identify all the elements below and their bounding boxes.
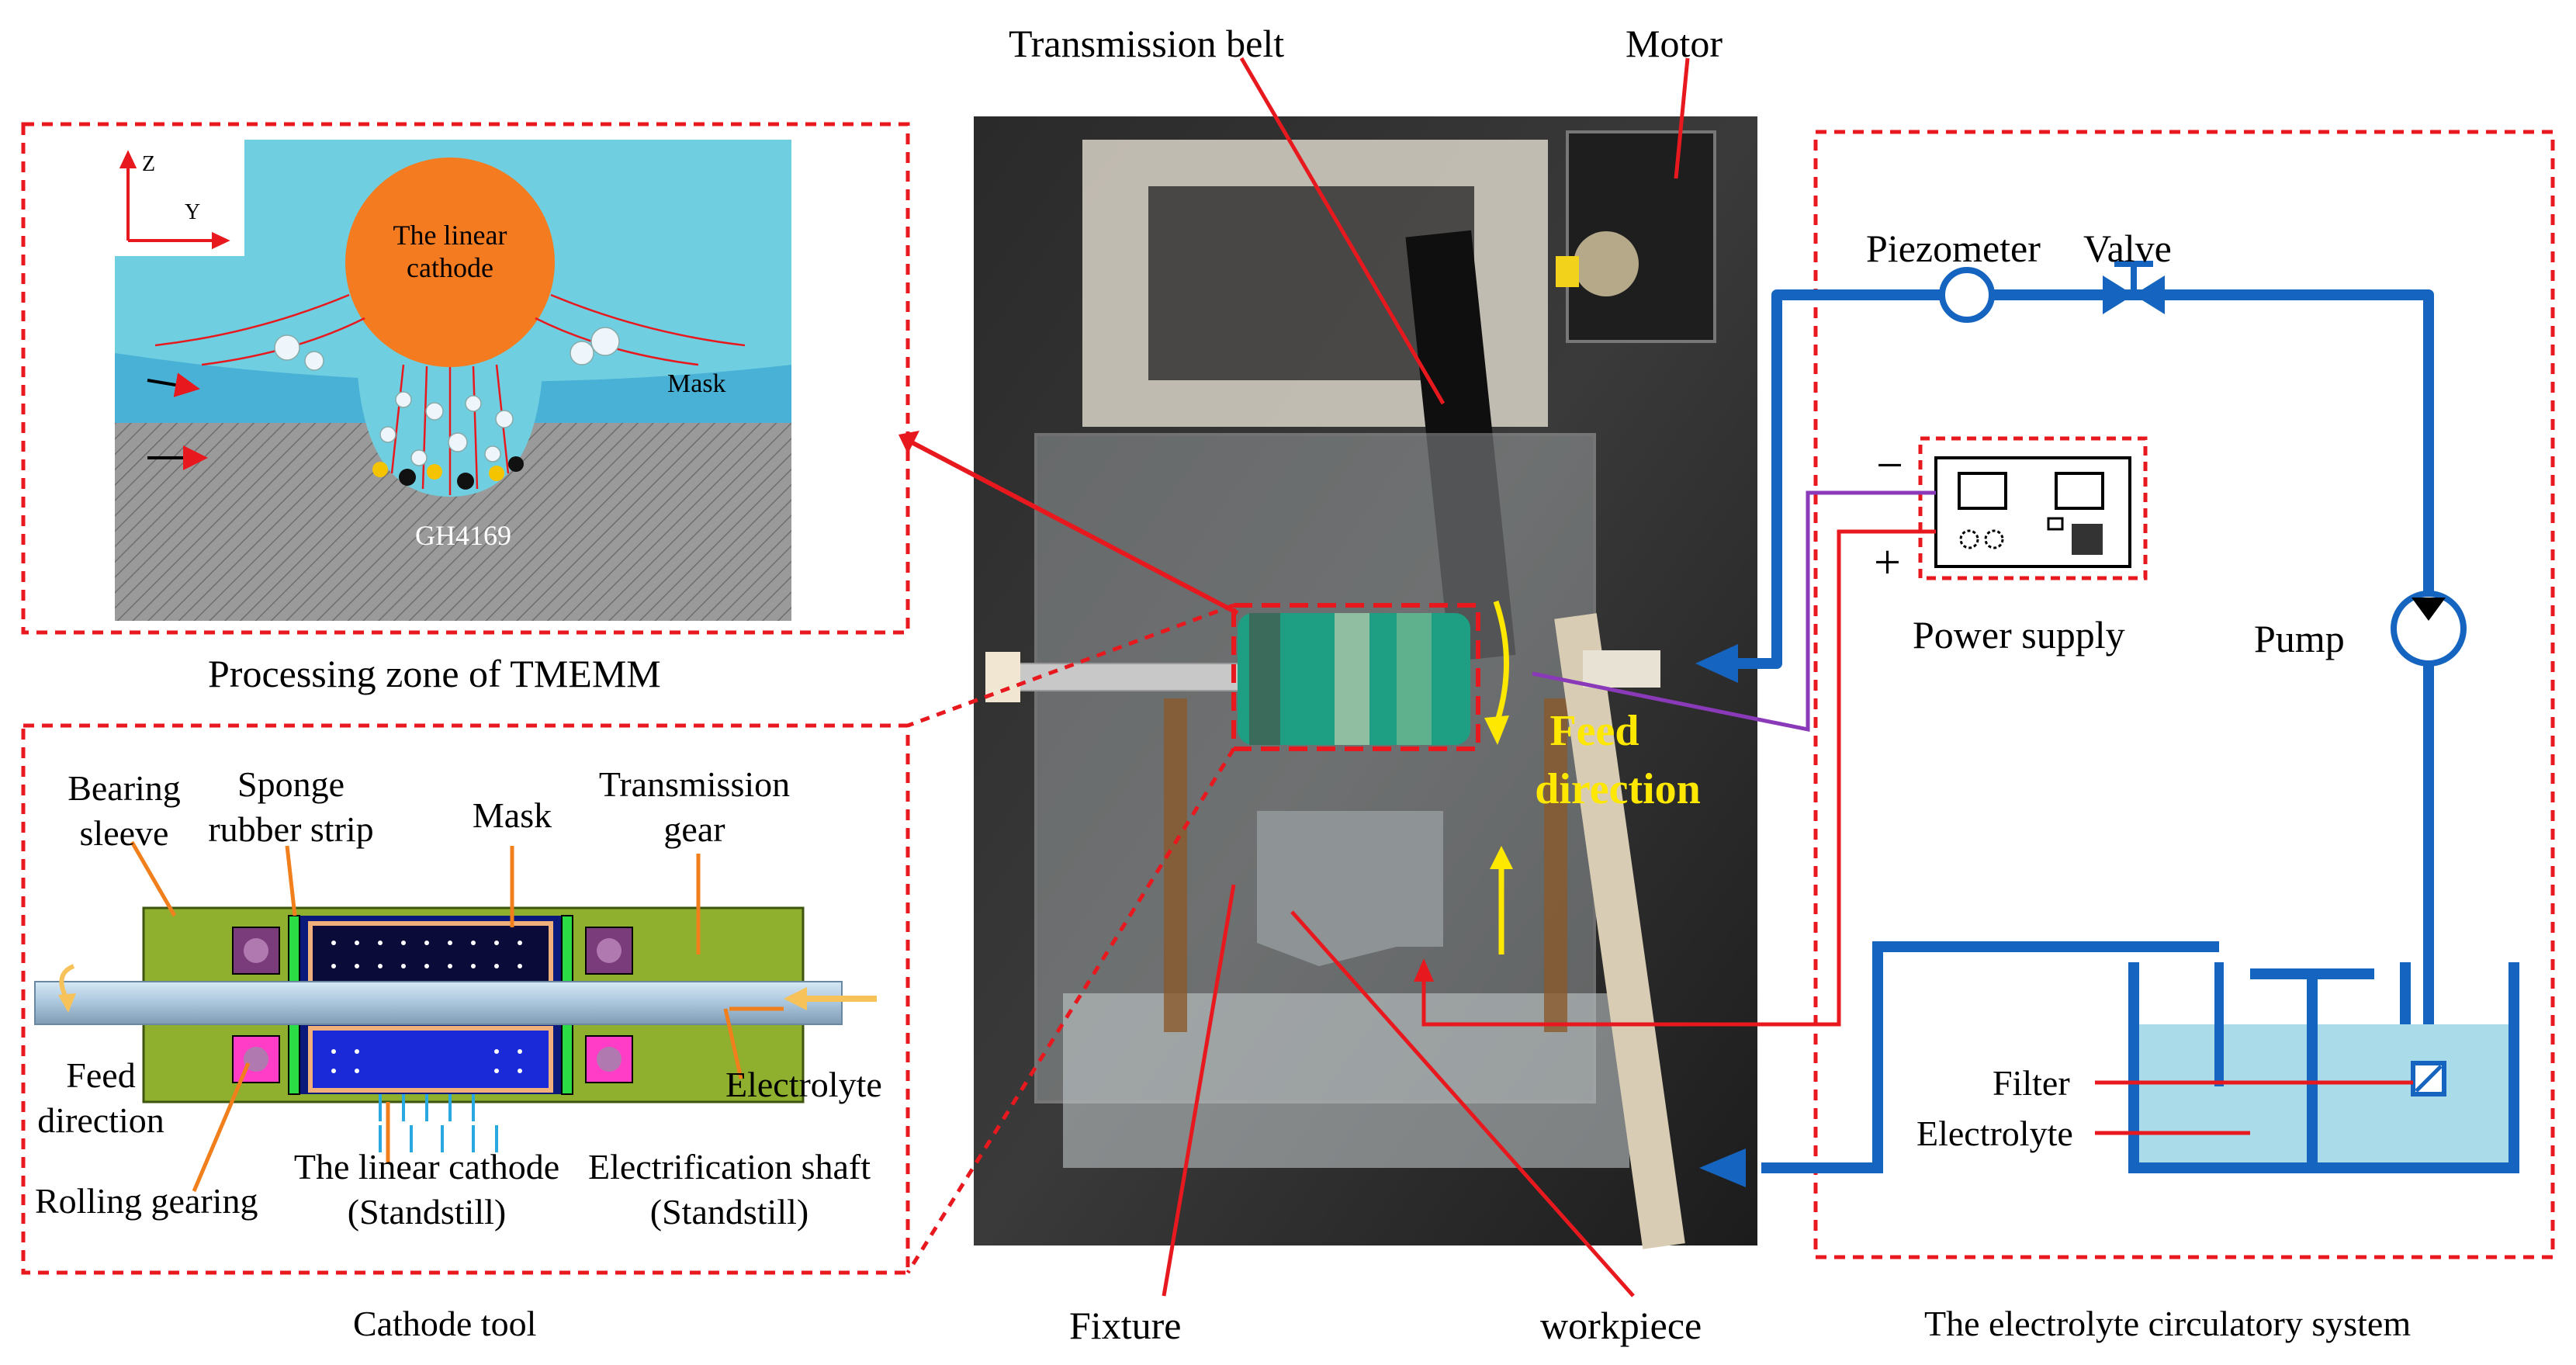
label-transmission-gear-2: gear: [663, 809, 725, 849]
caption-cathode-tool: Cathode tool: [353, 1304, 537, 1343]
linear-cathode-circle: [345, 158, 555, 367]
coordinate-axes: [119, 150, 230, 250]
workpiece-block: [1257, 811, 1443, 966]
label-feed-direction-1: Feed: [66, 1055, 136, 1095]
feed-rotation-arrow: [1493, 600, 1509, 727]
label-feed-direction-2: direction: [37, 1100, 164, 1140]
label-shaft-2: (Standstill): [649, 1192, 809, 1232]
electrolyte-spray-arrows: [379, 1094, 498, 1152]
label-motor: Motor: [1626, 22, 1723, 65]
positive-wire: [1421, 529, 1936, 1027]
gas-bubbles: [274, 327, 620, 466]
tank-water: [2134, 1024, 2514, 1168]
label-bearing-sleeve-1: Bearing: [68, 768, 181, 808]
tank-divider: [2250, 968, 2374, 1168]
label-electrolyte-tank: Electrolyte: [1916, 1114, 2073, 1153]
axis-y-label: Y: [185, 200, 201, 224]
mask-motion-arrow: [147, 372, 200, 397]
label-minus: −: [1876, 439, 1903, 492]
label-circulatory-system: The electrolyte circulatory system: [1924, 1304, 2412, 1343]
electrolyte-nozzle: [1583, 650, 1660, 688]
electrification-shaft: [34, 981, 843, 1025]
negative-wire: [1532, 490, 1936, 733]
label-linear-cathode-1: The linear cathode: [293, 1147, 560, 1187]
apparatus-photo: [974, 116, 1757, 1249]
motor-shaft: [1574, 231, 1639, 296]
label-valve: Valve: [2083, 227, 2172, 270]
tank-walls: [2128, 962, 2519, 1173]
label-filter: Filter: [1993, 1063, 2070, 1103]
transmission-belt: [1405, 230, 1516, 662]
cathode-highlight-box: [1231, 603, 1480, 751]
zoom-line-top: [907, 603, 1234, 728]
zoom-line-bottom: [905, 747, 1236, 1274]
label-shaft-1: Electrification shaft: [587, 1147, 871, 1187]
label-sponge-2: rubber strip: [208, 809, 374, 849]
label-workpiece: workpiece: [1540, 1304, 1702, 1347]
caption-processing-zone: Processing zone of TMEMM: [208, 652, 661, 695]
return-pipe: [1761, 941, 2219, 1173]
zoom-arrow-processing-zone: [910, 440, 1239, 615]
material-label: GH4169: [415, 520, 511, 551]
label-power-supply: Power supply: [1913, 613, 2125, 657]
feed-direction-curved-arrow: [59, 964, 75, 999]
dissolved-ions: [372, 456, 524, 490]
upper-mask-sleeve: [308, 921, 553, 988]
circulatory-system: [1414, 130, 2555, 1259]
lower-mask-sleeve: [308, 1026, 553, 1093]
label-transmission-gear-1: Transmission: [598, 764, 791, 804]
processing-zone-frame: [21, 122, 910, 635]
label-piezometer: Piezometer: [1866, 227, 2041, 270]
label-transmission-belt: Transmission belt: [1009, 22, 1285, 65]
mask-label: Mask: [667, 369, 726, 398]
axis-z-label: Z: [142, 152, 156, 176]
photo-leaders: [1162, 57, 1690, 1297]
label-pump: Pump: [2254, 617, 2345, 660]
label-mask: Mask: [472, 795, 552, 835]
acrylic-frame: [1034, 433, 1596, 1103]
piezometer-gauge: [1939, 267, 1995, 323]
label-sponge-1: Sponge: [237, 764, 345, 804]
label-electrolyte: Electrolyte: [725, 1065, 882, 1104]
label-rolling-gearing: Rolling gearing: [35, 1181, 258, 1221]
label-feed-line1: Feed: [1549, 707, 1639, 755]
label-fixture: Fixture: [1069, 1304, 1182, 1347]
sleeve-dots: [331, 941, 522, 1073]
label-feed-line2: direction: [1535, 765, 1701, 813]
cathode-tool-leaders: [130, 840, 784, 1192]
label-linear-cathode-2: (Standstill): [347, 1192, 507, 1232]
processing-zone-panel: [21, 122, 910, 635]
pump-symbol: [2391, 591, 2467, 667]
guide-rod: [1554, 613, 1685, 1249]
cathode-tool-panel: [21, 723, 910, 1275]
label-bearing-sleeve-2: sleeve: [79, 813, 169, 853]
cathode-label-line1: The linear: [393, 220, 507, 251]
power-supply-frame: [1918, 436, 2148, 580]
cathode-label-line2: cathode: [407, 252, 493, 283]
cathode-tool-frame: [21, 723, 910, 1275]
label-plus: +: [1874, 536, 1901, 589]
